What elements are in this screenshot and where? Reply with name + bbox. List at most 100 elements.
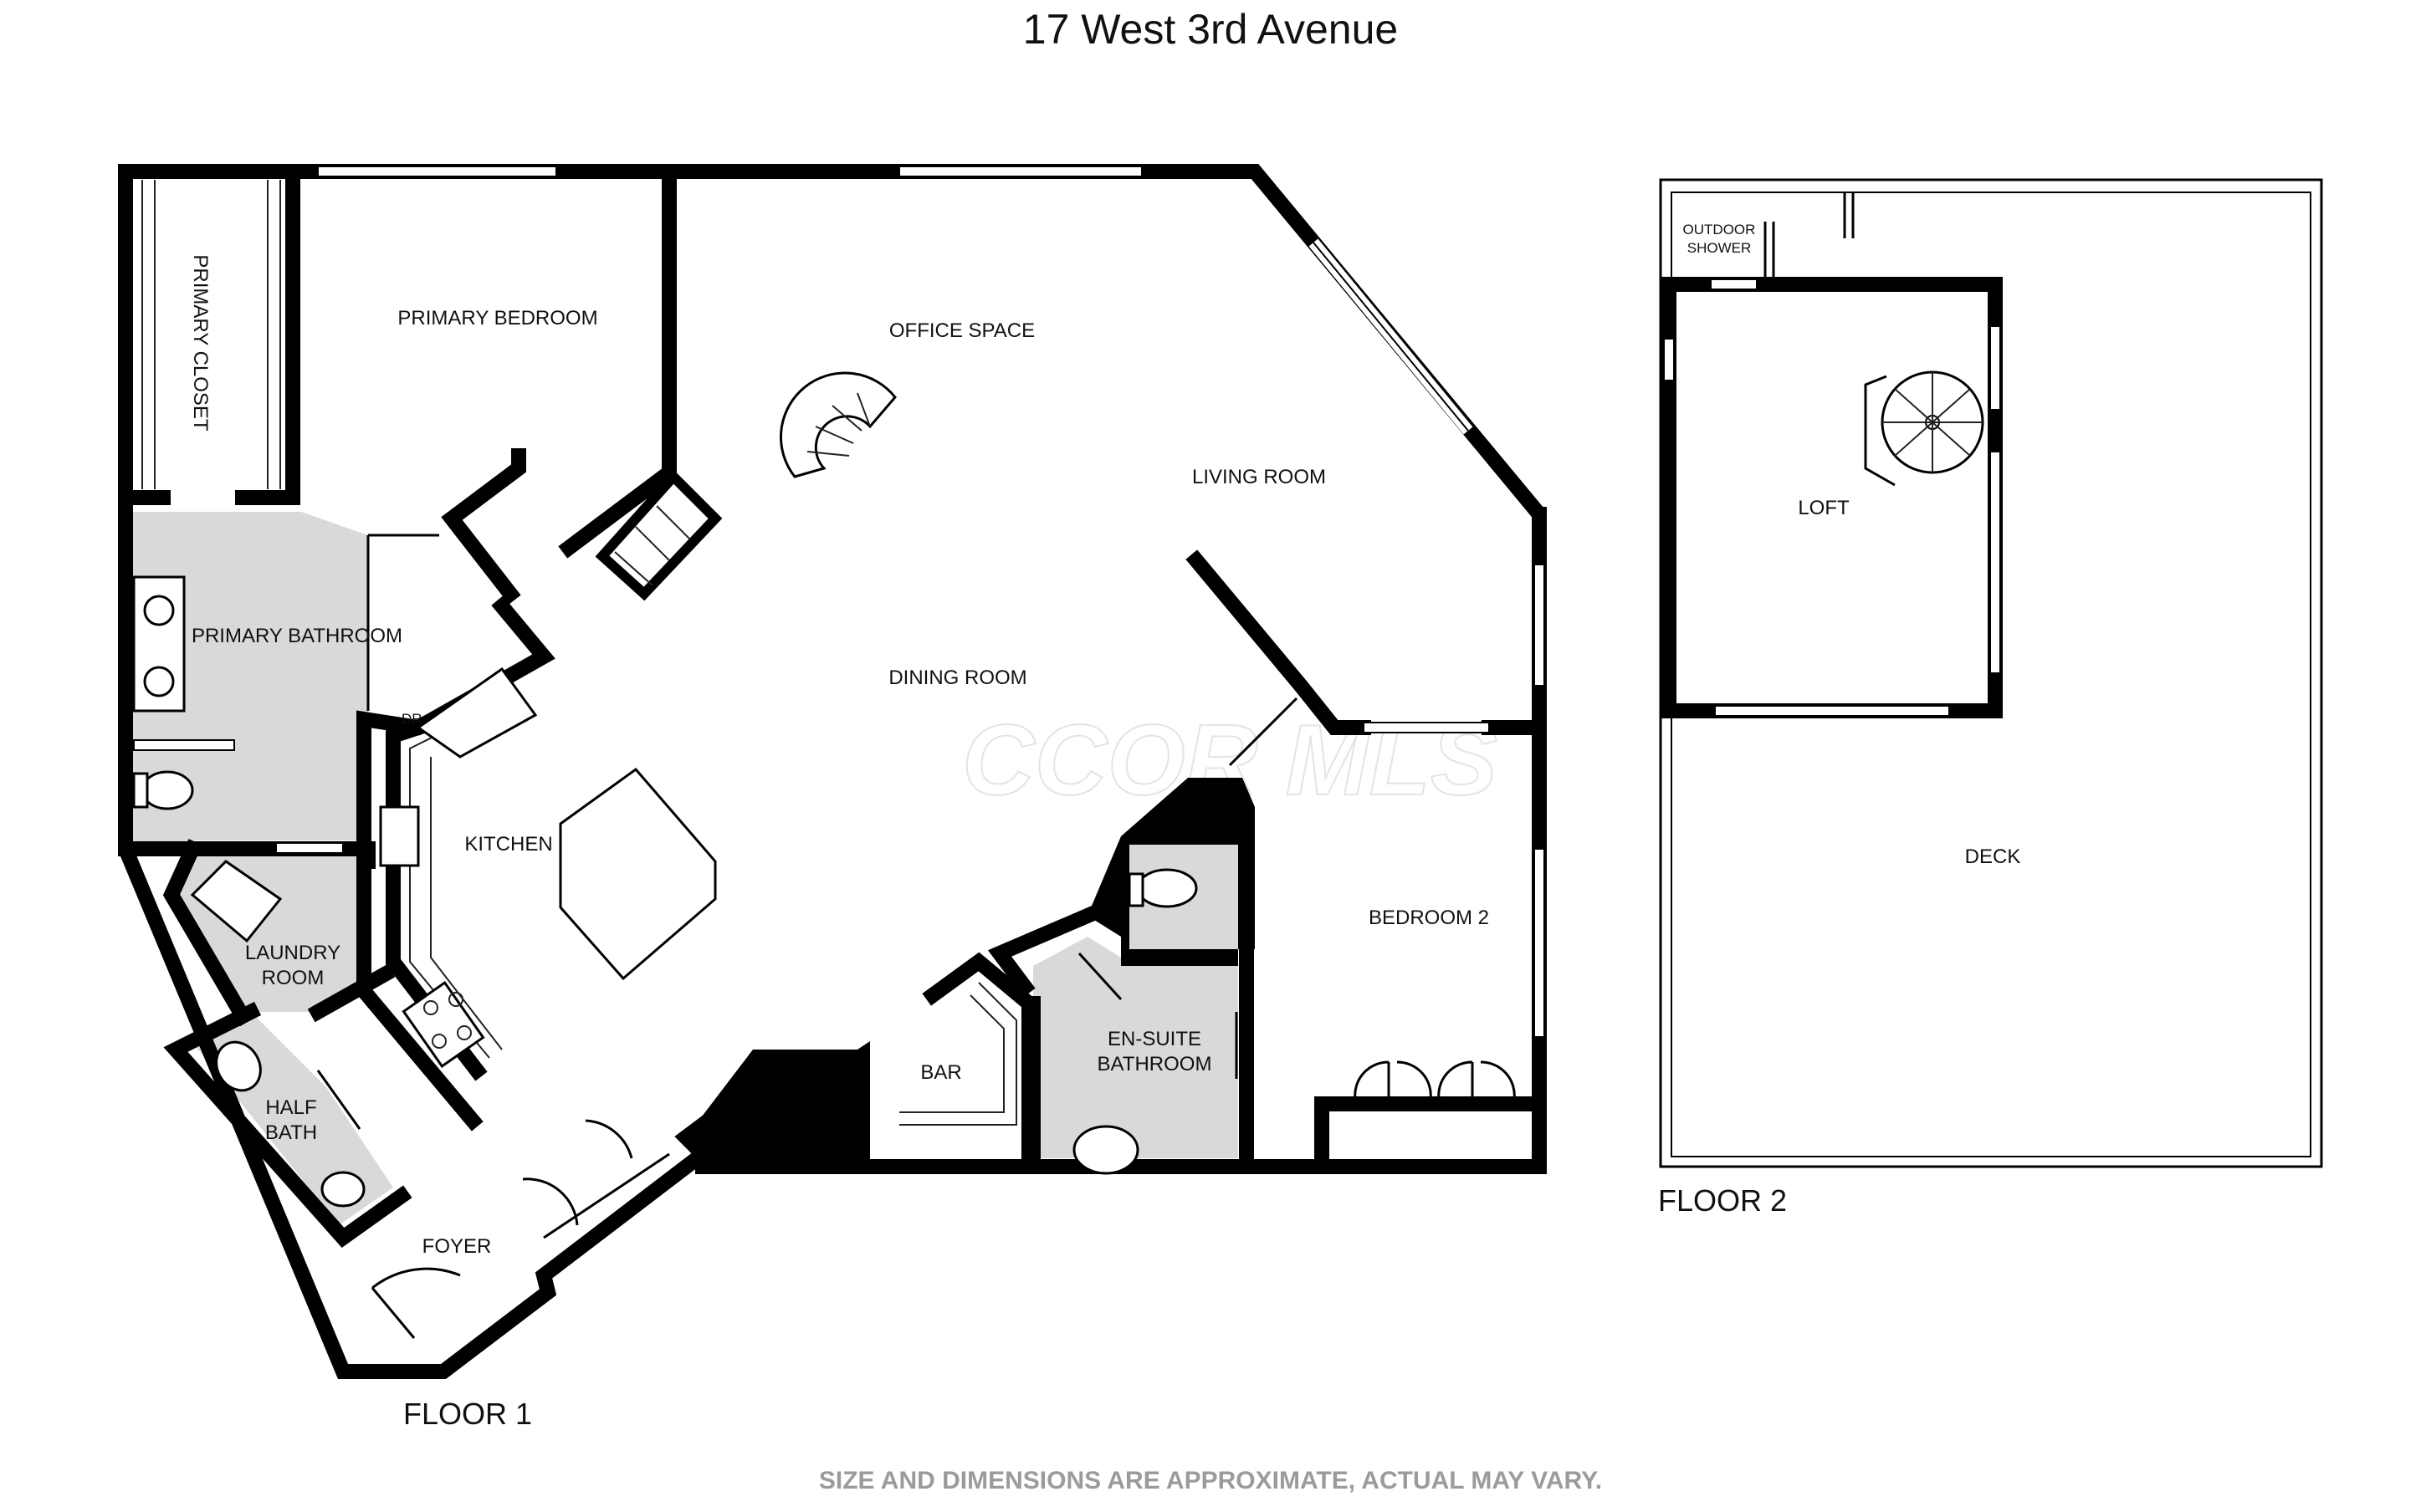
fireplace-hatch-3 (656, 505, 691, 540)
room-label-laundry-line2: ROOM (262, 967, 325, 989)
floor-2-label: FLOOR 2 (1658, 1183, 1787, 1218)
stair-tread (857, 392, 871, 427)
sink-icon (1072, 1125, 1139, 1175)
bedroom2-closet-wall (1314, 1096, 1547, 1174)
bedroom2-door-leaf (1228, 697, 1298, 767)
stair-tread (815, 426, 854, 444)
spiral-stair-icon (779, 371, 897, 478)
wall-living-bedroom (1185, 549, 1371, 735)
entry-door (371, 1287, 416, 1339)
wall-half-bath (163, 1001, 412, 1249)
foyer-closet-line (543, 1152, 670, 1239)
toilet-icon (1136, 868, 1198, 908)
room-label-office-space: OFFICE SPACE (889, 319, 1035, 342)
stair-tread (806, 451, 850, 457)
room-label-en-suite-line1: EN-SUITE (1108, 1028, 1201, 1050)
loft-window-left (1663, 338, 1675, 381)
range-icon (402, 980, 485, 1069)
toilet-tank (132, 772, 149, 809)
primary-closet-wall-right (235, 164, 300, 505)
loft-window-right (1989, 451, 2001, 674)
room-label-primary-bedroom: PRIMARY BEDROOM (397, 307, 597, 329)
stair-railing (1864, 375, 1896, 487)
disclaimer: SIZE AND DIMENSIONS ARE APPROXIMATE, ACT… (819, 1467, 1602, 1494)
wall-laundry-lower (162, 839, 253, 1027)
room-label-kitchen: KITCHEN (464, 833, 552, 856)
toilet-icon (215, 1040, 262, 1092)
stair-tread (1894, 421, 1933, 457)
loft-window-top (1710, 278, 1758, 290)
kitchen-island (559, 767, 717, 981)
burner-icon (423, 1000, 438, 1015)
kitchen-counter-top (416, 667, 538, 759)
half-bath-door (316, 1070, 361, 1130)
floor-2: OUTDOOR SHOWER LOFT DECK FLOOR 2 (1658, 178, 2323, 1218)
shower-bench (133, 739, 235, 751)
fireplace-hatch-1 (614, 551, 653, 586)
window-living-diagonal-frame (1313, 242, 1469, 432)
room-label-laundry-line1: LAUNDRY (245, 942, 340, 964)
sink-icon (143, 595, 175, 626)
dryer-label: DR (402, 711, 422, 727)
wall-laundry-right (307, 963, 396, 1023)
bedroom2-window-top (1363, 722, 1490, 733)
loft-window-right-top (1989, 325, 2001, 411)
burner-icon (448, 992, 463, 1007)
room-label-outdoor-shower-line2: SHOWER (1687, 240, 1752, 256)
room-label-half-bath-line1: HALF (265, 1096, 316, 1119)
stair-tread (1894, 388, 1933, 423)
plan-title: 17 West 3rd Avenue (1023, 6, 1398, 53)
washer-icon (190, 860, 283, 943)
stair-tread (1932, 421, 1971, 457)
closet-door-swing-2 (585, 1119, 633, 1159)
wall-ensuite-left (987, 906, 1098, 998)
room-label-living-room: LIVING ROOM (1192, 466, 1326, 488)
kitchen-counter-edge-2 (430, 757, 503, 1050)
closet-door-swing-4 (1396, 1060, 1432, 1101)
room-label-bedroom-2: BEDROOM 2 (1369, 907, 1489, 929)
ensuite-door (1077, 952, 1123, 1001)
burner-icon (457, 1025, 472, 1040)
room-label-half-bath-line2: BATH (265, 1121, 317, 1144)
room-label-deck: DECK (1965, 845, 2021, 868)
wall-bedroom-hall (441, 448, 526, 605)
window-bedroom2-right (1533, 848, 1545, 1038)
room-label-loft: LOFT (1798, 497, 1850, 519)
bar-counter (899, 982, 1017, 1126)
kitchen-sink-icon (379, 805, 420, 867)
deck-outline (1659, 178, 2323, 1168)
burner-icon (432, 1034, 447, 1049)
bar-counter-2 (899, 994, 1005, 1113)
room-label-primary-closet: PRIMARY CLOSET (189, 254, 212, 432)
window-office (898, 166, 1143, 177)
wall-black-fill-bar (686, 1041, 870, 1167)
sink-icon (143, 666, 175, 697)
closet-door-swing-6 (1480, 1060, 1516, 1101)
room-label-bar: BAR (920, 1061, 961, 1084)
loft-wall (1661, 277, 2003, 718)
fireplace (595, 469, 723, 601)
room-label-foyer: FOYER (422, 1235, 492, 1258)
stair-tread (832, 405, 862, 432)
window-primary-bedroom (317, 166, 557, 177)
floor-1-label: FLOOR 1 (403, 1397, 532, 1431)
wall-kitchen-hall (356, 595, 555, 1131)
room-label-dining-room: DINING ROOM (888, 667, 1026, 689)
loft-window-bottom (1714, 705, 1950, 717)
wall-bedroom-office (558, 164, 677, 559)
sink-icon (320, 1171, 366, 1208)
closet-door-swing-5 (1437, 1060, 1474, 1101)
closet-door-swing-3 (1354, 1060, 1390, 1101)
room-label-outdoor-shower-line1: OUTDOOR (1683, 222, 1756, 238)
room-label-primary-bathroom: PRIMARY BATHROOM (192, 625, 402, 647)
window-living-right (1533, 564, 1545, 687)
stair-tread (1932, 388, 1971, 423)
floor-1: PRIMARY CLOSET PRIMARY BATHROOM PRIMARY … (118, 164, 1547, 1431)
laundry-window (275, 842, 344, 854)
closet-door-swing-1 (522, 1177, 579, 1226)
toilet-icon (141, 770, 194, 810)
primary-bathroom-fill (130, 512, 368, 845)
room-label-en-suite-line2: BATHROOM (1098, 1053, 1212, 1075)
fireplace-hatch-2 (635, 526, 670, 561)
